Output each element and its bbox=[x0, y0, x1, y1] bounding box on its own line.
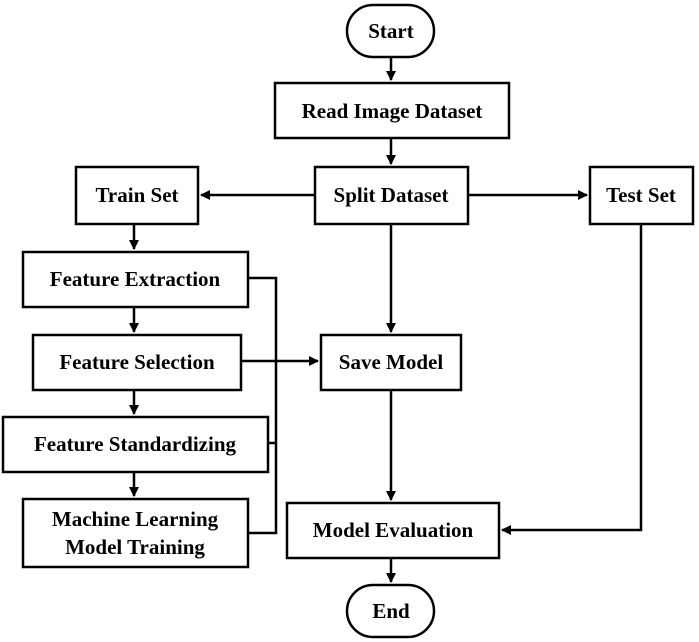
node-save-model: Save Model bbox=[319, 333, 463, 392]
read-image-dataset-label: Read Image Dataset bbox=[302, 99, 483, 123]
split-dataset-box bbox=[313, 165, 470, 226]
train-set-box bbox=[74, 165, 200, 226]
save-model-box bbox=[319, 333, 463, 392]
feature-selection-box bbox=[31, 333, 243, 392]
feature-extraction-box bbox=[21, 250, 250, 309]
split-dataset-label: Split Dataset bbox=[334, 183, 449, 207]
ml-model-training-label-line2: Model Training bbox=[65, 535, 205, 559]
ml-model-training-label-line1: Machine Learning bbox=[52, 507, 219, 531]
train-set-label: Train Set bbox=[95, 183, 178, 207]
node-split-dataset: Split Dataset bbox=[313, 165, 470, 226]
feature-extraction-label: Feature Extraction bbox=[50, 267, 221, 291]
test-set-box bbox=[588, 165, 695, 226]
start-terminal-shape bbox=[345, 3, 436, 59]
node-model-evaluation: Model Evaluation bbox=[285, 501, 501, 560]
node-end: End bbox=[345, 583, 436, 639]
node-feature-standardizing: Feature Standardizing bbox=[1, 415, 270, 474]
edge-testset-to-evaluation bbox=[501, 224, 643, 535]
feature-selection-label: Feature Selection bbox=[59, 350, 215, 374]
end-label: End bbox=[372, 599, 410, 623]
node-feature-selection: Feature Selection bbox=[31, 333, 243, 392]
ml-model-training-box bbox=[21, 497, 250, 569]
feature-standardizing-box bbox=[1, 415, 270, 474]
read-image-dataset-box bbox=[273, 81, 511, 140]
node-train-set: Train Set bbox=[74, 165, 200, 226]
feature-standardizing-label: Feature Standardizing bbox=[34, 432, 237, 456]
node-read-image-dataset: Read Image Dataset bbox=[273, 81, 511, 140]
start-label: Start bbox=[368, 19, 414, 43]
edge-pipeline-bracket bbox=[248, 276, 278, 535]
node-ml-model-training: Machine Learning Model Training bbox=[21, 497, 250, 569]
model-evaluation-label: Model Evaluation bbox=[313, 518, 474, 542]
node-feature-extraction: Feature Extraction bbox=[21, 250, 250, 309]
end-terminal-shape bbox=[345, 583, 436, 639]
node-test-set: Test Set bbox=[588, 165, 695, 226]
edges bbox=[129, 57, 643, 583]
save-model-label: Save Model bbox=[339, 350, 444, 374]
node-start: Start bbox=[345, 3, 436, 59]
model-evaluation-box bbox=[285, 501, 501, 560]
test-set-label: Test Set bbox=[606, 183, 676, 207]
